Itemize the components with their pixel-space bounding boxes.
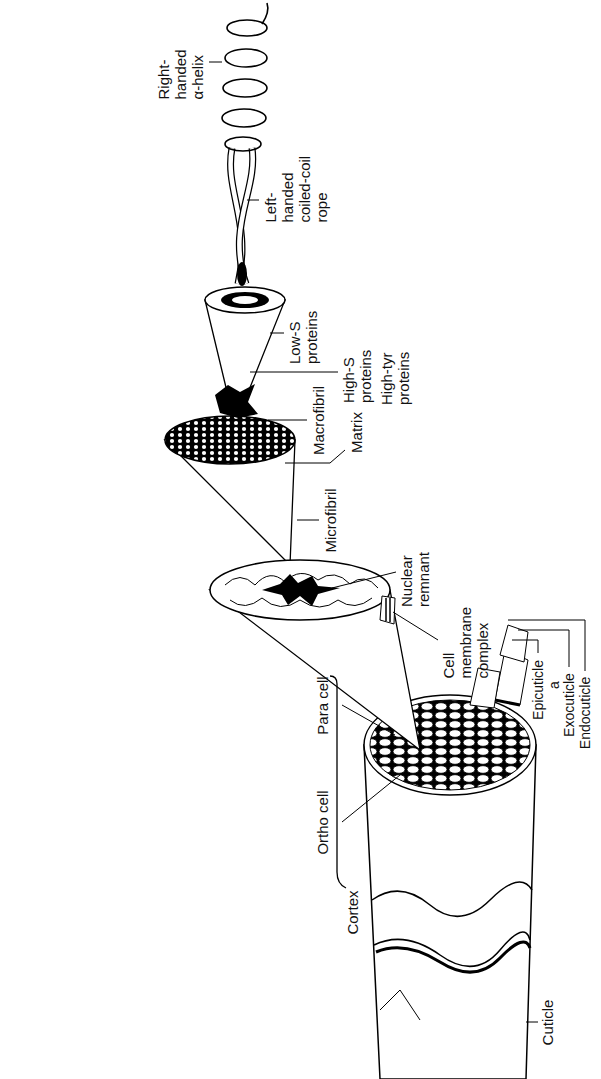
leader-lines <box>209 62 585 1022</box>
part-label: Microfibril <box>322 488 339 552</box>
alpha-helix <box>222 3 268 151</box>
coiled-coil-rope <box>231 148 253 286</box>
part-label: Right-handed α-helix <box>155 41 206 99</box>
part-label: High-S proteins <box>340 341 374 403</box>
matrix-area <box>215 384 258 418</box>
funnel <box>205 300 285 425</box>
part-label: Ortho cell <box>314 790 331 854</box>
cortex-bracket <box>330 676 346 888</box>
part-label: Exocuticle <box>561 673 577 737</box>
part-label: Matrix <box>347 412 364 453</box>
part-label: Cell membrane complex <box>440 602 491 678</box>
part-label: Endocuticle <box>577 677 593 749</box>
cell-cross-section <box>210 560 395 624</box>
part-label: Left-handed coiled-coil rope <box>261 148 329 223</box>
part-label: Macrofibril <box>310 385 327 454</box>
part-label: Nuclear remnant <box>398 537 432 607</box>
part-label: a <box>546 681 562 689</box>
microfibril-ring <box>205 287 285 313</box>
macrofibril-disc <box>165 416 295 464</box>
part-label: Para cell <box>314 676 331 734</box>
part-label: Epicuticle <box>530 660 546 720</box>
part-label: High-tyr proteins <box>378 339 412 405</box>
part-label: Cuticle <box>539 999 556 1045</box>
part-label: Low-S proteins <box>286 302 320 364</box>
part-label: Cortex <box>344 890 361 934</box>
